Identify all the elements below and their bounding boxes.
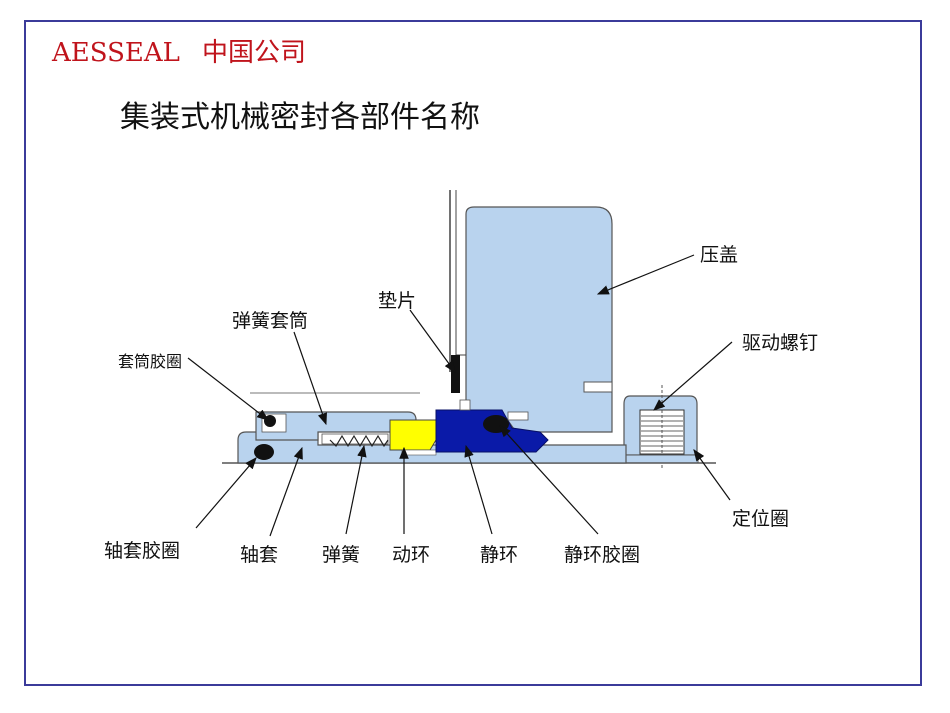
stationary-oring-part <box>483 415 509 433</box>
label-stationary-oring: 静环胶圈 <box>564 544 641 566</box>
company-header: AESSEAL 中国公司 <box>52 32 306 69</box>
label-collar-oring: 套筒胶圈 <box>118 352 183 371</box>
label-stationary-face: 静环 <box>480 544 519 566</box>
locating-ring-part <box>625 454 699 464</box>
leader-gasket <box>409 309 456 373</box>
label-gland: 压盖 <box>700 244 739 266</box>
leader-spring <box>345 444 367 535</box>
label-locating-ring: 定位圈 <box>732 508 790 530</box>
leader-stationary-oring <box>499 425 599 535</box>
label-spring: 弹簧 <box>322 544 361 566</box>
label-sleeve-collar: 弹簧套筒 <box>232 310 309 332</box>
gland-pin <box>583 381 613 393</box>
leader-stationary <box>464 444 493 535</box>
sleeve-oring-part <box>254 444 274 460</box>
label-rotary-face: 动环 <box>392 544 431 566</box>
leader-sleeve-oring <box>195 457 257 529</box>
leader-locating-ring <box>693 449 731 501</box>
label-sleeve-oring: 轴套胶圈 <box>104 540 181 562</box>
rotary-face-part <box>389 419 437 451</box>
leader-gland <box>596 254 695 295</box>
company-name-en: AESSEAL <box>52 38 180 68</box>
leader-sleeve <box>269 446 303 537</box>
slide-frame <box>24 20 922 686</box>
collar-oring-part <box>264 415 276 427</box>
label-gasket: 垫片 <box>378 290 417 312</box>
sleeve-collar-part <box>255 411 417 441</box>
leader-sleeve-collar <box>293 331 327 426</box>
company-name-cn: 中国公司 <box>201 38 306 68</box>
label-sleeve: 轴套 <box>240 544 279 566</box>
gasket-part <box>451 355 460 393</box>
gland-part <box>465 206 613 433</box>
label-drive-screw: 驱动螺钉 <box>742 332 819 354</box>
leader-collar-oring <box>187 357 269 421</box>
leader-drive-screw <box>653 341 733 411</box>
slide-title: 集装式机械密封各部件名称 <box>120 100 480 135</box>
